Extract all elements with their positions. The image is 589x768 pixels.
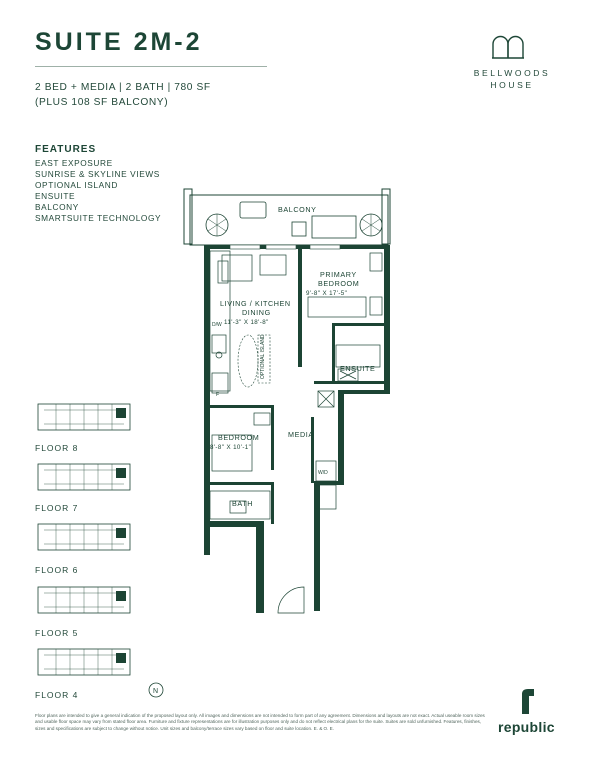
north-arrow-icon: N (148, 682, 164, 698)
keyplan-floor-7 (37, 463, 131, 491)
bath-fixtures (209, 490, 271, 520)
svg-text:8'-8" X 10'-1": 8'-8" X 10'-1" (210, 444, 251, 451)
svg-text:W/D: W/D (318, 470, 328, 476)
dishwasher-label: D/W (212, 322, 222, 328)
ensuite-fixtures (317, 344, 381, 408)
svg-text:OPTIONAL ISLAND: OPTIONAL ISLAND (260, 334, 266, 379)
svg-text:BEDROOM: BEDROOM (218, 433, 259, 442)
floor-plan: BALCONY (183, 188, 391, 614)
bedroom-dims: 8'-8" X 10'-1" (210, 444, 251, 451)
interior-walls (210, 249, 386, 524)
suite-specs: 2 BED + MEDIA | 2 BATH | 780 SF (PLUS 10… (35, 80, 211, 110)
brand-line-1: BELLWOODS (473, 68, 551, 78)
svg-text:BALCONY: BALCONY (278, 205, 317, 214)
floor-7-label: FLOOR 7 (35, 503, 79, 513)
feature-item: EAST EXPOSURE (35, 158, 113, 168)
dining-label: DINING (242, 308, 271, 317)
floor-6-label: FLOOR 6 (35, 565, 79, 575)
primary-bed (307, 252, 383, 318)
brand-line-2: HOUSE (490, 80, 534, 90)
header-divider (35, 66, 267, 67)
feature-item: SUNRISE & SKYLINE VIEWS (35, 168, 160, 179)
floor-8-label: FLOOR 8 (35, 443, 79, 453)
kitchen-counter (209, 250, 231, 394)
svg-text:ENSUITE: ENSUITE (340, 364, 375, 373)
primary-bedroom-dims: 9'-8" X 17'-5" (306, 290, 347, 297)
living-furniture (221, 254, 287, 282)
keyplan-floor-6 (37, 523, 131, 551)
republic-wordmark: republic (498, 719, 555, 735)
keyplan-floor-8 (37, 403, 131, 431)
svg-text:MEDIA: MEDIA (288, 430, 314, 439)
features-list: EAST EXPOSURE SUNRISE & SKYLINE VIEWS OP… (35, 158, 161, 223)
svg-text:BEDROOM: BEDROOM (318, 279, 359, 288)
washer-dryer-label: W/D (318, 470, 328, 476)
spec-line-1: 2 BED + MEDIA | 2 BATH | 780 SF (35, 82, 211, 93)
republic-logo-icon (522, 689, 534, 714)
optional-island-label: OPTIONAL ISLAND (260, 334, 266, 379)
feature-item: BALCONY (35, 201, 79, 212)
features-heading: FEATURES (35, 144, 97, 155)
bedroom-label: BEDROOM (218, 433, 259, 442)
window-openings (229, 244, 341, 250)
living-dims: 11'-3" X 18'-8" (224, 319, 269, 326)
ensuite-label: ENSUITE (340, 364, 375, 373)
exterior-walls (204, 245, 390, 613)
floor-5-label: FLOOR 5 (35, 628, 79, 638)
suite-title: SUITE 2M-2 (35, 28, 203, 56)
svg-text:9'-8" X 17'-5": 9'-8" X 17'-5" (306, 290, 347, 297)
legal-disclaimer: Floor plans are intended to give a gener… (35, 713, 485, 731)
media-label: MEDIA (288, 430, 314, 439)
svg-text:D/W: D/W (212, 322, 222, 328)
primary-bedroom-label-2: BEDROOM (318, 279, 359, 288)
floor-4-label: FLOOR 4 (35, 690, 79, 700)
balcony-area: BALCONY (183, 188, 391, 246)
spec-line-2: (PLUS 108 SF BALCONY) (35, 97, 169, 108)
feature-item: OPTIONAL ISLAND (35, 179, 118, 190)
keyplan-floor-5 (37, 586, 131, 614)
entry-door (277, 586, 305, 614)
fridge-label: F (216, 392, 219, 398)
primary-bedroom-label: PRIMARY (320, 270, 357, 279)
feature-item: SMARTSUITE TECHNOLOGY (35, 212, 162, 223)
svg-text:11'-3" X 18'-8": 11'-3" X 18'-8" (224, 319, 269, 326)
balcony-label: BALCONY (278, 205, 317, 214)
living-label: LIVING / KITCHEN (220, 299, 291, 308)
feature-item: ENSUITE (35, 190, 76, 201)
svg-text:BATH: BATH (232, 499, 253, 508)
svg-text:F: F (216, 392, 219, 398)
svg-text:PRIMARY: PRIMARY (320, 270, 357, 279)
svg-text:LIVING / KITCHEN: LIVING / KITCHEN (220, 299, 291, 308)
optional-island (237, 334, 271, 388)
secondary-bed (211, 412, 271, 472)
bath-label: BATH (232, 499, 253, 508)
compass-label: N (153, 688, 158, 695)
bellwoods-logo-icon (492, 35, 524, 59)
laundry-closet (315, 460, 337, 510)
svg-text:DINING: DINING (242, 308, 271, 317)
keyplan-floor-4 (37, 648, 131, 676)
